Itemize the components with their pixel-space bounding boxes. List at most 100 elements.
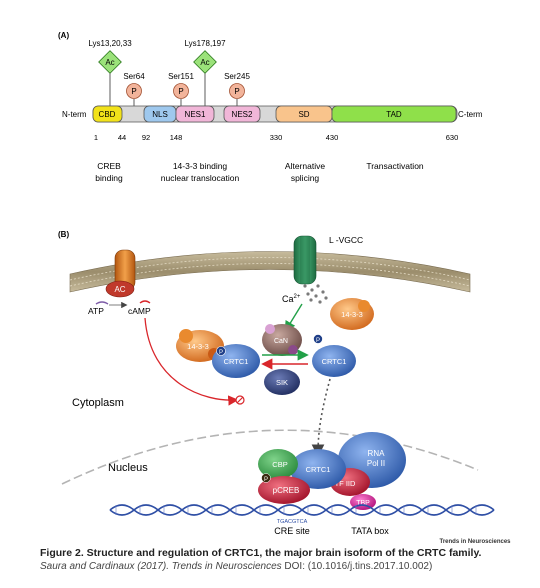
function-1433-1: 14-3-3 binding [173, 161, 228, 171]
pcreb-p: P [264, 477, 268, 483]
calcium-label: Ca2+ [282, 294, 301, 304]
tata-box-label: TATA box [351, 526, 389, 536]
p-circle-icon [261, 473, 271, 483]
cre-sequence: TGACGTCA [277, 519, 308, 525]
ac-site-label-1: Lys13,20,33 [88, 39, 132, 48]
domain-nes2 [223, 105, 261, 123]
caption-authors: Saura and Cardinaux (2017). [40, 561, 169, 572]
cre-site-label: CRE site [274, 526, 310, 536]
lvgcc-label: L -VGCC [329, 235, 363, 245]
journal-logo: Trends in Neurosciences [439, 539, 511, 545]
p-circle-icon [173, 83, 189, 99]
atp-label: ATP [88, 306, 104, 316]
caption-title: Figure 2. Structure and regulation of CR… [40, 547, 482, 559]
acetylation-site-2: Lys178,197 Ac [184, 39, 226, 106]
domain-label-nls: NLS [152, 110, 168, 119]
ac-symbol-2: Ac [200, 58, 209, 67]
can-label: CaN [274, 338, 288, 345]
ac-site-label-2: Lys178,197 [184, 39, 226, 48]
function-1433-2: nuclear translocation [161, 173, 240, 183]
domain-label-sd: SD [298, 110, 309, 119]
crtc1-left-label: CRTC1 [224, 357, 249, 366]
panel-a-label: (A) [58, 31, 69, 40]
protein-1433-left-label: 14-3-3 [187, 342, 209, 351]
p-circle-icon [313, 334, 323, 344]
crtc1-left-p: P [219, 350, 223, 356]
transcription-complex: RNA Pol II TF IID TBP CRTC1 CBP pCREB P [258, 432, 406, 510]
position-label: 44 [118, 133, 126, 142]
domain-tad [331, 105, 457, 123]
panel-b-label: (B) [58, 230, 69, 239]
crtc1-complex-label: CRTC1 [306, 465, 331, 474]
dna-helix [109, 504, 495, 516]
camp-icon [139, 300, 151, 304]
function-creb-1: CREB [97, 161, 121, 171]
p-circle-icon [229, 83, 245, 99]
position-label: 430 [326, 133, 339, 142]
domain-label-nes1: NES1 [185, 110, 206, 119]
cytoplasm-label: Cytoplasm [72, 397, 124, 409]
p-symbol-2: P [178, 87, 183, 96]
domain-cbd [92, 105, 123, 123]
function-creb-2: binding [95, 173, 123, 183]
caption-citation: Saura and Cardinaux (2017). Trends in Ne… [40, 560, 530, 573]
caption-doi: DOI: (10.1016/j.tins.2017.10.002) [281, 561, 433, 572]
domain-label-cbd: CBD [99, 110, 116, 119]
p-site-label-2: Ser151 [168, 72, 194, 81]
function-transactivation: Transactivation [366, 161, 424, 171]
sik-label: SIK [276, 378, 288, 387]
atp-icon [95, 301, 109, 305]
phospho-site-1: Ser64 P [123, 72, 145, 106]
phospho-site-2: Ser151 P [168, 72, 194, 106]
p-circle-icon [126, 83, 142, 99]
position-label: 148 [170, 133, 183, 142]
crtc1-right-label: CRTC1 [322, 357, 347, 366]
camp-label: cAMP [128, 306, 151, 316]
p-site-label-3: Ser245 [224, 72, 250, 81]
protein-can: CaN [262, 324, 302, 356]
rna-pol-label-2: Pol II [367, 459, 385, 468]
ac-diamond-icon [98, 50, 122, 74]
protein-1433-right-label: 14-3-3 [341, 310, 363, 319]
domain-nes1 [175, 105, 215, 123]
function-splicing-1: Alternative [285, 161, 325, 171]
n-term-label: N-term [62, 110, 87, 119]
protein-1433-right: 14-3-3 [330, 298, 374, 330]
domain-label-nes2: NES2 [232, 110, 253, 119]
camp-inhibits-sik-arrow [144, 317, 239, 406]
caption-journal: Trends in Neurosciences [171, 561, 282, 572]
p-circle-icon [216, 346, 226, 356]
crtc1-right-p: P [316, 338, 320, 344]
ac-symbol-1: Ac [105, 58, 114, 67]
domain-label-tad: TAD [386, 110, 402, 119]
position-label: 92 [142, 133, 150, 142]
nuclear-translocation-arrow [311, 378, 331, 458]
calcium-ions [303, 284, 328, 304]
cbp-label: CBP [272, 460, 287, 469]
protein-1433-left: 14-3-3 [176, 329, 224, 362]
nuclear-envelope [61, 429, 479, 485]
adenylyl-cyclase: AC [105, 249, 136, 298]
ac-label: AC [114, 285, 125, 294]
position-label: 630 [446, 133, 459, 142]
pcreb-label: pCREB [273, 486, 300, 495]
rna-pol-label-1: RNA [368, 449, 386, 458]
p-symbol-1: P [131, 87, 136, 96]
position-label: 330 [270, 133, 283, 142]
p-site-label-1: Ser64 [123, 72, 145, 81]
tbp-label: TBP [356, 500, 370, 507]
function-labels: CREB binding 14-3-3 binding nuclear tran… [95, 161, 424, 183]
nucleus-label: Nucleus [108, 462, 148, 474]
c-term-label: C-term [458, 110, 483, 119]
l-vgcc-channel: L -VGCC [293, 235, 363, 285]
figure-caption: Figure 2. Structure and regulation of CR… [40, 547, 530, 573]
protein-crtc1-left: CRTC1 P [212, 344, 260, 378]
ac-diamond-icon [193, 50, 217, 74]
phospho-site-3: Ser245 P [224, 72, 250, 106]
tfiid-label: TF IID [335, 479, 356, 488]
protein-crtc1-right: CRTC1 P [312, 334, 356, 377]
acetylation-site-1: Lys13,20,33 Ac [88, 39, 132, 106]
protein-sik: SIK [264, 369, 300, 395]
position-label: 1 [94, 133, 98, 142]
